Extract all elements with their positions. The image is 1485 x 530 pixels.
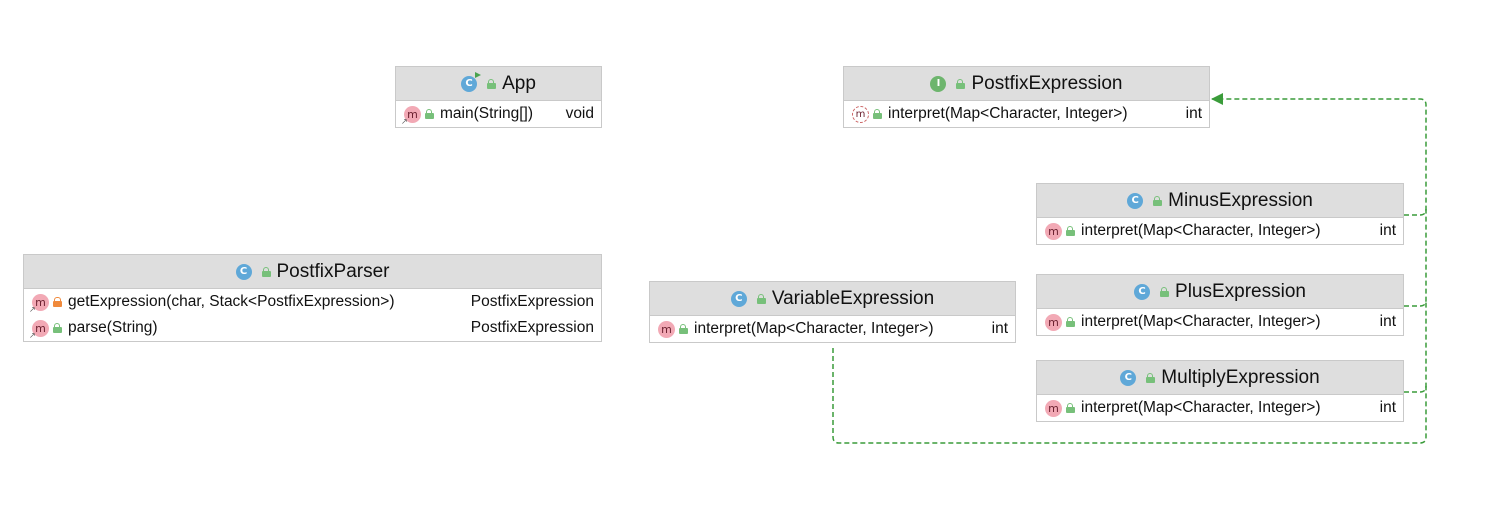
interface-title: PostfixExpression bbox=[971, 72, 1123, 94]
class-icon: C bbox=[235, 263, 252, 280]
public-icon bbox=[679, 324, 688, 334]
public-icon bbox=[53, 323, 62, 333]
public-icon bbox=[1153, 195, 1163, 206]
node-header: C PostfixParser bbox=[24, 255, 601, 289]
method-return-type: PostfixExpression bbox=[470, 319, 594, 336]
private-lock-icon bbox=[53, 297, 62, 307]
node-postfix-expression[interactable]: I PostfixExpression m interpret(Map<Char… bbox=[843, 66, 1210, 128]
class-title: VariableExpression bbox=[771, 287, 935, 309]
class-icon: C bbox=[1134, 283, 1151, 300]
edge-multiply-implements bbox=[1404, 300, 1427, 393]
method-row[interactable]: m interpret(Map<Character, Integer>) int bbox=[844, 101, 1209, 127]
method-row[interactable]: m↗ main(String[]) void bbox=[396, 101, 601, 127]
class-icon: C bbox=[461, 71, 482, 92]
public-icon bbox=[261, 266, 271, 277]
node-variable-expression[interactable]: C VariableExpression m interpret(Map<Cha… bbox=[649, 281, 1016, 343]
node-postfix-parser[interactable]: C PostfixParser m↗ getExpression(char, S… bbox=[23, 254, 602, 342]
node-app[interactable]: C App m↗ main(String[]) void bbox=[395, 66, 602, 128]
method-signature: interpret(Map<Character, Integer>) bbox=[694, 320, 934, 337]
class-title: MultiplyExpression bbox=[1161, 366, 1320, 388]
class-title: App bbox=[502, 72, 536, 94]
class-icon: C bbox=[730, 290, 747, 307]
public-icon bbox=[1146, 372, 1156, 383]
public-icon bbox=[1066, 317, 1075, 327]
method-return-type: int bbox=[1379, 313, 1396, 330]
method-signature: interpret(Map<Character, Integer>) bbox=[1081, 399, 1321, 416]
class-icon: C bbox=[1127, 192, 1144, 209]
method-row[interactable]: m↗ parse(String) PostfixExpression bbox=[24, 315, 601, 341]
method-icon: m bbox=[1045, 399, 1062, 417]
method-return-type: int bbox=[991, 320, 1008, 337]
public-icon bbox=[756, 293, 766, 304]
class-title: MinusExpression bbox=[1168, 189, 1313, 211]
edge-minus-implements bbox=[1211, 93, 1427, 216]
edge-variable-implements bbox=[832, 348, 1427, 444]
method-icon: m bbox=[658, 320, 675, 338]
public-icon bbox=[1066, 226, 1075, 236]
node-header: C MinusExpression bbox=[1037, 184, 1403, 218]
class-title: PostfixParser bbox=[276, 260, 390, 282]
public-icon bbox=[1160, 286, 1170, 297]
method-return-type: void bbox=[565, 105, 594, 122]
abstract-method-icon: m bbox=[852, 105, 869, 123]
method-return-type: PostfixExpression bbox=[470, 293, 594, 310]
node-header: C App bbox=[396, 67, 601, 101]
method-signature: interpret(Map<Character, Integer>) bbox=[888, 105, 1128, 122]
public-icon bbox=[956, 78, 966, 89]
method-icon: m↗ bbox=[401, 105, 421, 126]
method-signature: parse(String) bbox=[68, 319, 158, 336]
node-multiply-expression[interactable]: C MultiplyExpression m interpret(Map<Cha… bbox=[1036, 360, 1404, 422]
public-icon bbox=[873, 109, 882, 119]
node-header: C MultiplyExpression bbox=[1037, 361, 1403, 395]
interface-icon: I bbox=[930, 75, 947, 92]
method-signature: getExpression(char, Stack<PostfixExpress… bbox=[68, 293, 395, 310]
method-row[interactable]: m interpret(Map<Character, Integer>) int bbox=[1037, 218, 1403, 244]
method-row[interactable]: m interpret(Map<Character, Integer>) int bbox=[650, 316, 1015, 342]
method-icon: m bbox=[1045, 313, 1062, 331]
method-signature: interpret(Map<Character, Integer>) bbox=[1081, 222, 1321, 239]
node-header: C VariableExpression bbox=[650, 282, 1015, 316]
method-return-type: int bbox=[1185, 105, 1202, 122]
public-icon bbox=[1066, 403, 1075, 413]
method-row[interactable]: m interpret(Map<Character, Integer>) int bbox=[1037, 309, 1403, 335]
method-signature: interpret(Map<Character, Integer>) bbox=[1081, 313, 1321, 330]
method-icon: m↗ bbox=[29, 319, 49, 340]
public-icon bbox=[487, 78, 497, 89]
node-minus-expression[interactable]: C MinusExpression m interpret(Map<Charac… bbox=[1036, 183, 1404, 245]
method-icon: m↗ bbox=[29, 293, 49, 314]
method-icon: m bbox=[1045, 222, 1062, 240]
node-header: C PlusExpression bbox=[1037, 275, 1403, 309]
method-return-type: int bbox=[1379, 399, 1396, 416]
node-header: I PostfixExpression bbox=[844, 67, 1209, 101]
class-icon: C bbox=[1120, 369, 1137, 386]
node-plus-expression[interactable]: C PlusExpression m interpret(Map<Charact… bbox=[1036, 274, 1404, 336]
method-row[interactable]: m↗ getExpression(char, Stack<PostfixExpr… bbox=[24, 289, 601, 315]
public-icon bbox=[425, 109, 434, 119]
edge-plus-implements bbox=[1404, 209, 1427, 307]
method-signature: main(String[]) bbox=[440, 105, 534, 122]
class-title: PlusExpression bbox=[1175, 280, 1306, 302]
method-return-type: int bbox=[1379, 222, 1396, 239]
method-row[interactable]: m interpret(Map<Character, Integer>) int bbox=[1037, 395, 1403, 421]
